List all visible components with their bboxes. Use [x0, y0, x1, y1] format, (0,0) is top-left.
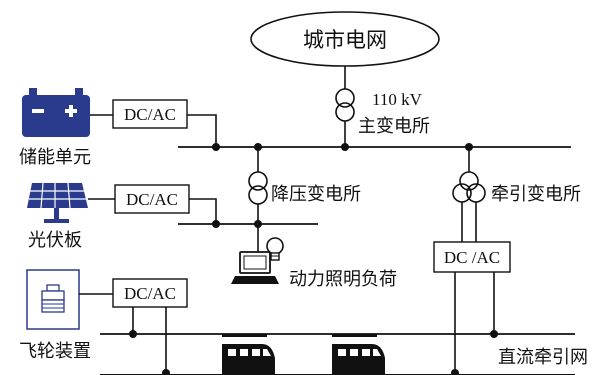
- train-icon: [332, 334, 385, 375]
- train-icon: [222, 334, 275, 375]
- city-grid-label: 城市电网: [303, 28, 387, 52]
- main-substation-voltage: 110 kV: [372, 90, 423, 109]
- traction-converter-box: [433, 241, 511, 273]
- pv-converter-label: DC/AC: [126, 190, 178, 209]
- flywheel-label: 飞轮装置: [19, 341, 91, 361]
- flywheel-icon: [26, 269, 80, 330]
- flywheel-converter-label: DC/AC: [124, 284, 176, 303]
- bus-node: [212, 220, 220, 228]
- storage-link: [187, 114, 217, 147]
- solar-panel-icon: [27, 182, 88, 223]
- traction-converter-label: DC /AC: [444, 248, 500, 267]
- bus-node: [162, 369, 170, 375]
- pv-link: [189, 198, 217, 224]
- pv-label: 光伏板: [28, 230, 82, 250]
- bus-node: [341, 143, 349, 151]
- light-bulb-icon: [266, 237, 284, 261]
- main-substation-label: 主变电所: [358, 116, 430, 136]
- bus-node: [451, 369, 459, 375]
- storage-label: 储能单元: [19, 147, 91, 167]
- storage-converter-label: DC/AC: [124, 105, 176, 124]
- traction-transformer-icon: [452, 171, 486, 203]
- dc-network-label: 直流牵引网: [498, 347, 588, 367]
- traction-label: 牵引变电所: [491, 184, 581, 204]
- load-label: 动力照明负荷: [289, 269, 397, 289]
- step-down-label: 降压变电所: [271, 184, 361, 204]
- step-down-transformer-icon: [248, 171, 268, 205]
- battery-icon: [22, 88, 90, 137]
- storage-converter-box: [112, 99, 188, 129]
- flywheel-converter-box: [112, 278, 188, 308]
- main-transformer-icon: [335, 88, 355, 122]
- computer-load-icon: [231, 251, 279, 284]
